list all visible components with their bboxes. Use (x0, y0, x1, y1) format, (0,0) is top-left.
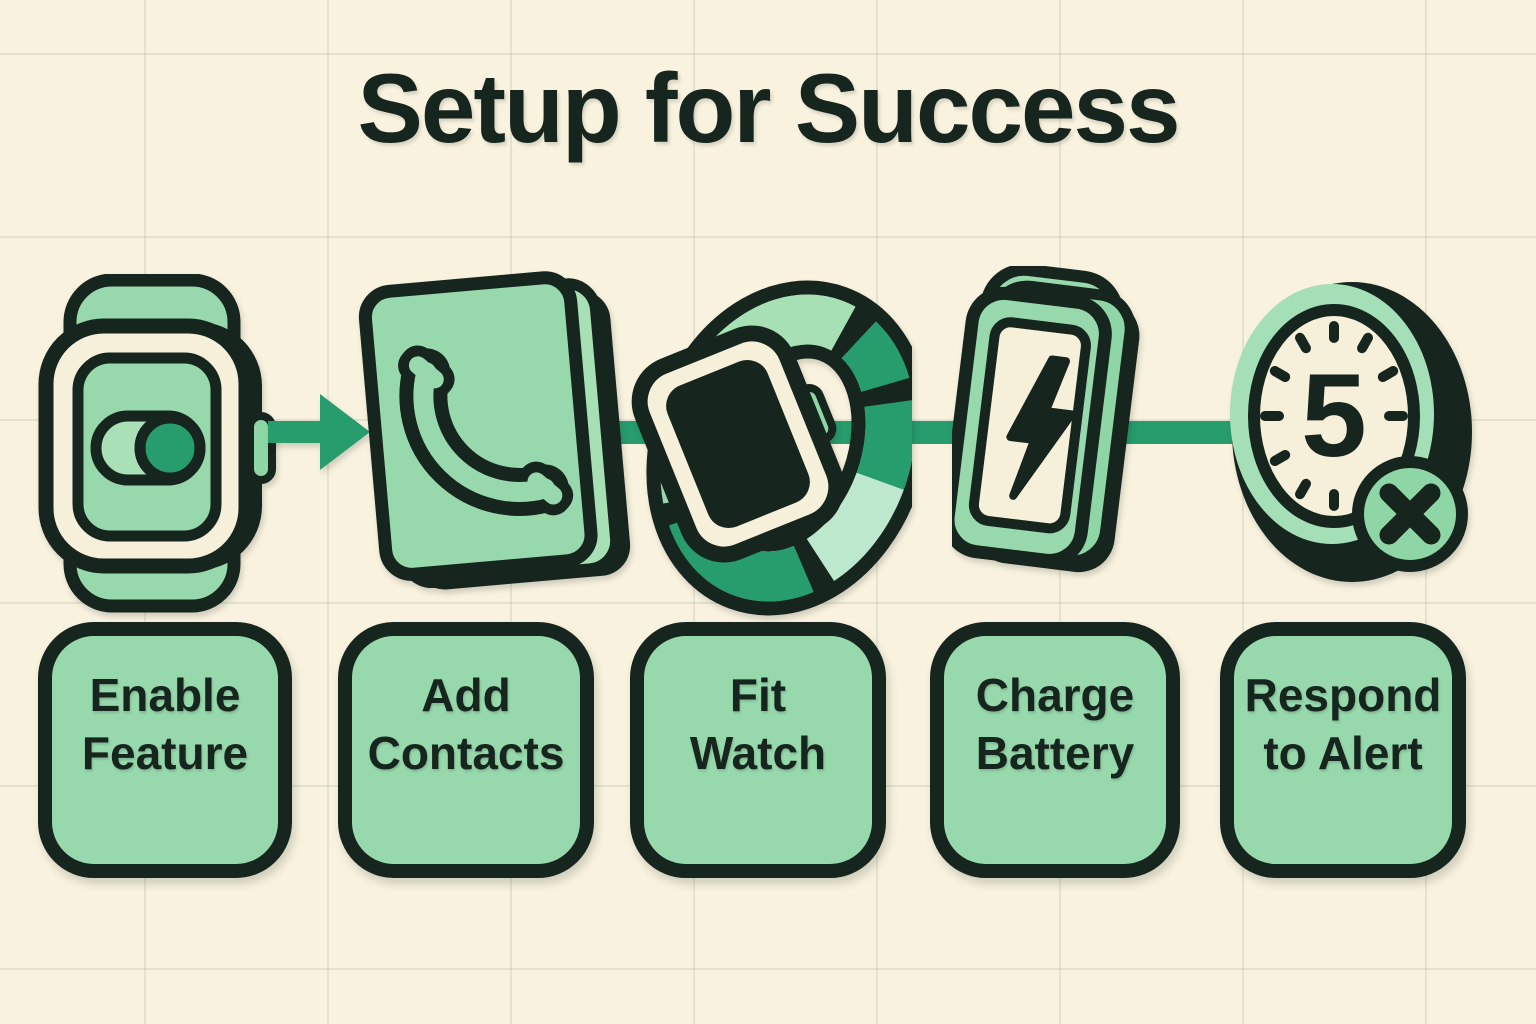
watch-band-icon (631, 280, 912, 616)
step-label-line: to Alert (1263, 727, 1423, 779)
phone-handset-icon (398, 345, 574, 516)
step-label-line: Add (421, 669, 511, 721)
step-label-line: Watch (689, 727, 827, 779)
watch-face (631, 325, 845, 563)
toggle-switch-icon (90, 410, 206, 486)
phonebook-contacts-icon (358, 271, 631, 590)
step-box-fit-watch: Fit Watch (630, 622, 886, 878)
battery-charger-icon (952, 266, 1140, 573)
step-label-line: Battery (975, 727, 1135, 779)
right-arrow-icon (268, 394, 370, 470)
step-box-enable-feature: Enable Feature (38, 622, 292, 878)
countdown-clock-icon: 5 (1230, 282, 1472, 582)
step-box-add-contacts: Add Contacts (338, 622, 594, 878)
step-box-charge-battery: Charge Battery (930, 622, 1180, 878)
step-label-line: Charge (975, 669, 1135, 721)
page-title: Setup for Success (357, 53, 1180, 163)
book-cover (358, 271, 598, 581)
step-label-line: Enable (89, 669, 241, 721)
cancel-badge (1352, 456, 1468, 572)
step-label-line: Respond (1244, 669, 1442, 721)
close-icon (1379, 483, 1441, 545)
lightning-bolt-icon (1006, 355, 1076, 500)
countdown-number: 5 (1301, 350, 1367, 482)
step-label-line: Feature (81, 727, 249, 779)
step-label-line: Fit (729, 669, 787, 721)
step-box-respond-to-alert: Respond to Alert (1220, 622, 1466, 878)
step-label-line: Contacts (367, 727, 565, 779)
clock-tick-marks (1260, 321, 1408, 511)
smartwatch-toggle-icon (38, 274, 276, 613)
